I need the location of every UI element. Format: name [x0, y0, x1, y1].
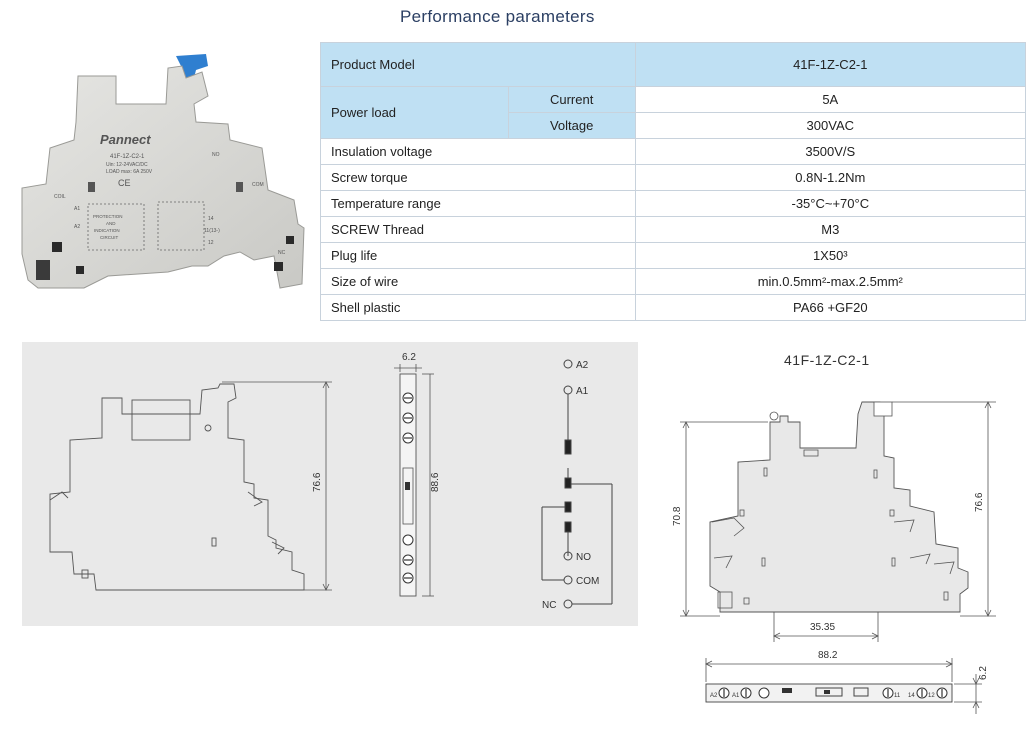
front-view [394, 364, 434, 597]
voltage-value: 300VAC [634, 112, 1027, 139]
terminal-label: 14 [908, 693, 915, 699]
product-photo: Pannect 41F-1Z-C2-1 Uin: 12-24VAC/DC LOA… [21, 54, 305, 289]
bottom-strip-view: A2 A1 11 14 12 [705, 683, 953, 703]
power-load-label: Power load [320, 86, 509, 139]
height-dimension [222, 381, 332, 591]
circuit-label: CIRCUIT [100, 235, 118, 240]
dimensioned-outline-drawing: 70.8 76.6 35.35 88.2 A2 [672, 401, 996, 714]
relay-socket-body [21, 65, 305, 289]
product-model-label: Product Model [320, 42, 636, 87]
load-text: LOAD max: 6A 250V [106, 169, 153, 175]
brand-text: Pannect [100, 132, 151, 147]
side-view-outline [49, 383, 305, 591]
wiring-com-label: COM [576, 576, 599, 587]
com-label: COM [252, 182, 264, 188]
terminal-14-label: 14 [208, 216, 214, 222]
width-dim-text: 6.2 [402, 352, 416, 363]
no-label: NO [212, 152, 220, 158]
table-row: Temperature range-35°C~+70°C [320, 190, 1027, 217]
row-label: Shell plastic [320, 294, 636, 321]
rating-text: Uin: 12-24VAC/DC [106, 162, 148, 168]
row-label: Screw torque [320, 164, 636, 191]
right-height-dimension [892, 401, 996, 617]
row-label: Temperature range [320, 190, 636, 217]
row-value: 3500V/S [634, 138, 1027, 165]
height-dim-text: 76.6 [312, 472, 323, 492]
length-dim-text: 88.6 [430, 472, 441, 492]
terminal-label: 11 [894, 693, 901, 699]
base-width-text: 35.35 [810, 622, 835, 633]
circuit-label: PROTECTION [93, 214, 123, 219]
thickness-dimension [954, 674, 982, 714]
length-dimension [705, 658, 953, 682]
terminal-11-label: 11(13-) [204, 228, 220, 234]
dimension-drawing-panel: 76.6 6.2 88.6 [22, 342, 638, 626]
right-height-text: 76.6 [974, 492, 985, 512]
product-model-value: 41F-1Z-C2-1 [634, 42, 1027, 87]
voltage-label: Voltage [507, 112, 636, 139]
current-label: Current [507, 86, 636, 113]
page-title: Performance parameters [400, 7, 595, 26]
a2-label: A2 [74, 224, 80, 230]
ce-mark: CE [118, 178, 131, 188]
terminal-label: 12 [928, 693, 935, 699]
model-text: 41F-1Z-C2-1 [110, 154, 145, 160]
table-row: Voltage 300VAC [321, 112, 1027, 139]
terminal-label: A2 [710, 693, 718, 699]
table-row: Product Model 41F-1Z-C2-1 [320, 42, 1027, 87]
circuit-box [87, 203, 145, 251]
wiring-no-label: NO [576, 552, 591, 563]
row-value: 0.8N-1.2Nm [634, 164, 1027, 191]
base-width-dimension [773, 612, 879, 642]
left-height-dimension [680, 421, 768, 617]
wiring-a2-label: A2 [576, 360, 589, 371]
current-value: 5A [634, 86, 1027, 113]
row-value: -35°C~+70°C [634, 190, 1027, 217]
coil-label: COIL [54, 194, 66, 200]
row-value: 1X50³ [634, 242, 1027, 269]
thickness-text: 6.2 [978, 666, 989, 680]
wiring-nc-label: NC [542, 600, 556, 611]
row-label: Size of wire [320, 268, 636, 295]
row-label: SCREW Thread [320, 216, 636, 243]
row-label: Insulation voltage [320, 138, 636, 165]
row-value: PA66 +GF20 [634, 294, 1027, 321]
left-height-text: 70.8 [672, 506, 683, 526]
terminal-12-label: 12 [208, 240, 214, 246]
right-drawing-title: 41F-1Z-C2-1 [784, 352, 870, 368]
terminal-label: A1 [732, 693, 740, 699]
a1-label: A1 [74, 206, 80, 212]
row-label: Plug life [320, 242, 636, 269]
length-text: 88.2 [818, 650, 838, 661]
nc-label: NC [278, 250, 286, 256]
circuit-label: INDICATION [94, 228, 120, 233]
wiring-a1-label: A1 [576, 386, 589, 397]
outline-body [709, 401, 969, 613]
circuit-label: AND [106, 221, 116, 226]
row-value: min.0.5mm²-max.2.5mm² [634, 268, 1027, 295]
row-value: M3 [634, 216, 1027, 243]
spec-table: Product Model 41F-1Z-C2-1 Power load Cur… [320, 42, 1027, 321]
wiring-diagram [541, 359, 613, 609]
table-row: Power load Current 5A [320, 86, 1027, 139]
